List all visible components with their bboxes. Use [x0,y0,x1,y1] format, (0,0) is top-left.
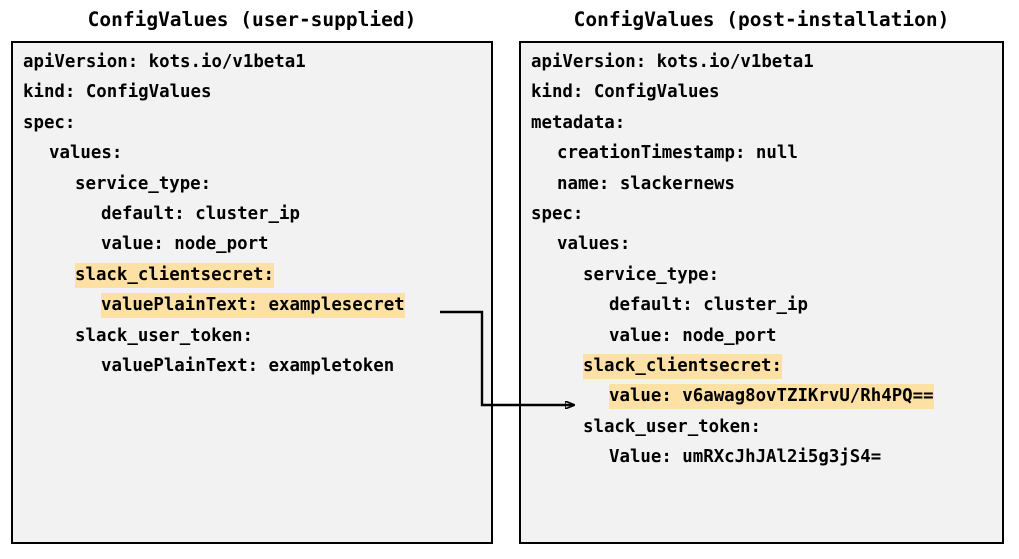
code-segment: creationTimestamp: null [557,143,798,164]
panel-title-post-installation: ConfigValues (post-installation) [573,8,950,31]
code-line: kind: ConfigValues [531,80,719,104]
code-line: valuePlainText: exampletoken [101,354,394,378]
code-segment: values: [557,234,631,255]
code-line: values: [557,232,630,256]
highlighted-code-segment: slack_clientsecret: [583,354,782,379]
code-line: slack_clientsecret: [75,262,274,288]
highlighted-code-segment: valuePlainText: examplesecret [101,293,405,319]
code-segment: apiVersion: kots.io/v1beta1 [531,52,814,72]
code-line: slack_user_token: [583,415,761,439]
code-segment: default: cluster_ip [609,295,808,316]
code-line: apiVersion: kots.io/v1beta1 [531,50,814,74]
code-segment: service_type: [583,264,720,285]
code-segment: metadata: [531,112,626,133]
code-line: metadata: [531,111,625,135]
code-segment: values: [49,143,123,164]
code-line: values: [49,141,122,165]
code-line: kind: ConfigValues [23,80,211,104]
code-segment: apiVersion: kots.io/v1beta1 [23,52,306,72]
highlighted-code-segment: slack_clientsecret: [75,262,274,288]
highlighted-code-segment: value: v6awag8ovTZIKrvU/Rh4PQ== [609,384,934,410]
code-line: service_type: [583,263,719,287]
code-line: Value: umRXcJhJAl2i5g3jS4= [609,445,881,469]
code-line: slack_clientsecret: [583,354,782,379]
code-line: default: cluster_ip [101,202,300,226]
code-line: value: node_port [101,232,269,256]
configvalues-user-supplied-panel: apiVersion: kots.io/v1beta1 kind: ConfigV… [11,41,493,544]
code-segment: kind: ConfigValues [531,82,720,103]
code-line: value: node_port [609,324,777,348]
code-segment: slack_user_token: [583,416,761,437]
code-segment: value: node_port [609,325,777,346]
code-line: value: v6awag8ovTZIKrvU/Rh4PQ== [609,384,934,410]
code-segment: default: cluster_ip [101,204,300,224]
code-segment: valuePlainText: exampletoken [101,356,395,376]
code-line: creationTimestamp: null [557,141,798,165]
panel-title-user-supplied: ConfigValues (user-supplied) [87,8,417,31]
code-segment: Value: umRXcJhJAl2i5g3jS4= [609,447,882,468]
code-line: name: slackernews [557,172,735,196]
code-line: apiVersion: kots.io/v1beta1 [23,50,306,74]
code-line: valuePlainText: examplesecret [101,293,405,319]
configvalues-post-installation-panel: apiVersion: kots.io/v1beta1 kind: ConfigV… [519,41,1004,544]
code-block-post-installation: apiVersion: kots.io/v1beta1 kind: ConfigV… [521,43,1002,542]
code-segment: name: slackernews [557,173,735,194]
code-line: service_type: [75,172,211,196]
code-line: spec: [531,202,583,226]
code-line: default: cluster_ip [609,293,808,317]
code-segment: spec: [531,204,584,224]
code-segment: spec: [23,112,76,133]
code-block-user-supplied: apiVersion: kots.io/v1beta1 kind: ConfigV… [13,43,491,542]
code-segment: slack_user_token: [75,325,253,346]
code-line: slack_user_token: [75,324,253,348]
code-segment: kind: ConfigValues [23,82,212,103]
code-segment: service_type: [75,173,212,194]
code-line: spec: [23,111,75,135]
code-segment: value: node_port [101,234,269,255]
